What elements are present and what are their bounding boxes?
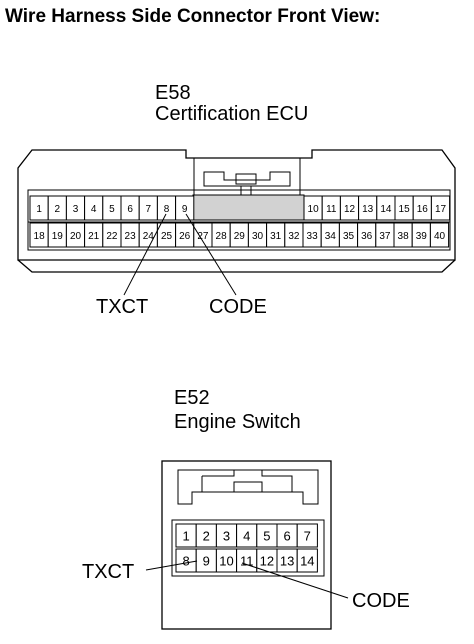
- e52-pin-13: 13: [280, 554, 294, 569]
- e58-pin-4: 4: [91, 204, 97, 215]
- e52-pin-8: 8: [182, 554, 189, 569]
- e58-pin-30: 30: [252, 231, 264, 242]
- e52-pin-12: 12: [260, 554, 274, 569]
- e58-pin-14: 14: [380, 204, 392, 215]
- e58-pin-36: 36: [361, 231, 373, 242]
- e58-pin-37: 37: [379, 231, 391, 242]
- e58-pin-3: 3: [73, 204, 79, 215]
- e52-pin-6: 6: [283, 529, 290, 544]
- e52-pin-10: 10: [219, 554, 233, 569]
- e58-pin-16: 16: [417, 204, 429, 215]
- e52-pin-5: 5: [263, 529, 270, 544]
- e58-pin-32: 32: [288, 231, 300, 242]
- e58-pin-33: 33: [307, 231, 319, 242]
- e58-pin-38: 38: [398, 231, 410, 242]
- e52-name-label: Engine Switch: [174, 411, 301, 433]
- e58-pin-1: 1: [36, 204, 42, 215]
- e58-pin-5: 5: [109, 204, 115, 215]
- e58-blank-area: [192, 194, 305, 221]
- e58-pin-12: 12: [344, 204, 356, 215]
- e52-terminal-frame: [171, 519, 325, 577]
- e58-pin-13: 13: [362, 204, 374, 215]
- e58-pin-9: 9: [182, 204, 188, 215]
- e58-pin-15: 15: [399, 204, 411, 215]
- e58-housing-bottom: [17, 259, 456, 273]
- e58-bottom-pins: 18 19 20 21 22 23 24 25 26 27 28 29 30 31 32 33 34 35 36 37…: [29, 222, 450, 248]
- e58-code-leader: [185, 213, 237, 296]
- e52-pin-14: 14: [300, 554, 314, 569]
- e58-pin-35: 35: [343, 231, 355, 242]
- e58-pin-27: 27: [197, 231, 209, 242]
- e58-pin-31: 31: [270, 231, 282, 242]
- e58-pin-22: 22: [106, 231, 118, 242]
- e58-housing: [17, 149, 456, 261]
- e58-pin-26: 26: [179, 231, 191, 242]
- e52-code-leader: [241, 562, 349, 599]
- e58-pin-17: 17: [435, 204, 447, 215]
- e58-name-label: Certification ECU: [155, 103, 308, 125]
- e52-pin-14-cell: [296, 548, 318, 573]
- e52-housing: [161, 460, 332, 630]
- e58-txct-label: TXCT: [96, 296, 148, 318]
- e58-pin-40: 40: [434, 231, 446, 242]
- e58-pin-11: 11: [326, 204, 337, 215]
- e58-id-label: E58: [155, 82, 191, 104]
- e52-pin-1: 1: [182, 529, 189, 544]
- e52-pin-9: 9: [203, 554, 210, 569]
- e58-pin-24: 24: [143, 231, 155, 242]
- e58-pin-34: 34: [325, 231, 337, 242]
- e58-pin-6: 6: [127, 204, 133, 215]
- e52-code-label: CODE: [352, 590, 410, 612]
- e58-pin-18: 18: [34, 231, 46, 242]
- e58-pin-10: 10: [308, 204, 320, 215]
- e58-pin-8: 8: [164, 204, 170, 215]
- e58-pin-21: 21: [88, 231, 100, 242]
- e52-latch: [201, 470, 293, 492]
- e52-pin-11: 11: [240, 554, 254, 569]
- e58-pin-19: 19: [52, 231, 64, 242]
- e58-pin-7: 7: [146, 204, 152, 215]
- e52-txct-leader: [145, 560, 198, 571]
- e52-pin-3: 3: [223, 529, 230, 544]
- page-title: Wire Harness Side Connector Front View:: [5, 6, 380, 27]
- e58-pin-28: 28: [216, 231, 228, 242]
- e52-pin-4: 4: [243, 529, 250, 544]
- e52-id-label: E52: [174, 387, 210, 409]
- e58-txct-leader: [123, 213, 167, 296]
- e58-pin-25: 25: [161, 231, 173, 242]
- e52-pin-2: 2: [203, 529, 210, 544]
- e58-pin-9-cell: [175, 195, 195, 221]
- e58-pin-39: 39: [416, 231, 428, 242]
- e58-pin-29: 29: [234, 231, 246, 242]
- e52-pin-7: 7: [304, 529, 311, 544]
- e58-pin-2: 2: [55, 204, 61, 215]
- e52-txct-label: TXCT: [82, 561, 134, 583]
- e58-pin-40-cell: [429, 222, 450, 248]
- e52-inner-recess: [177, 469, 319, 505]
- e58-pin-23: 23: [125, 231, 137, 242]
- e58-pin-20: 20: [70, 231, 82, 242]
- e58-pin-17-cell: [430, 195, 451, 221]
- e52-pin-7-cell: [296, 523, 318, 548]
- e58-code-label: CODE: [209, 296, 267, 318]
